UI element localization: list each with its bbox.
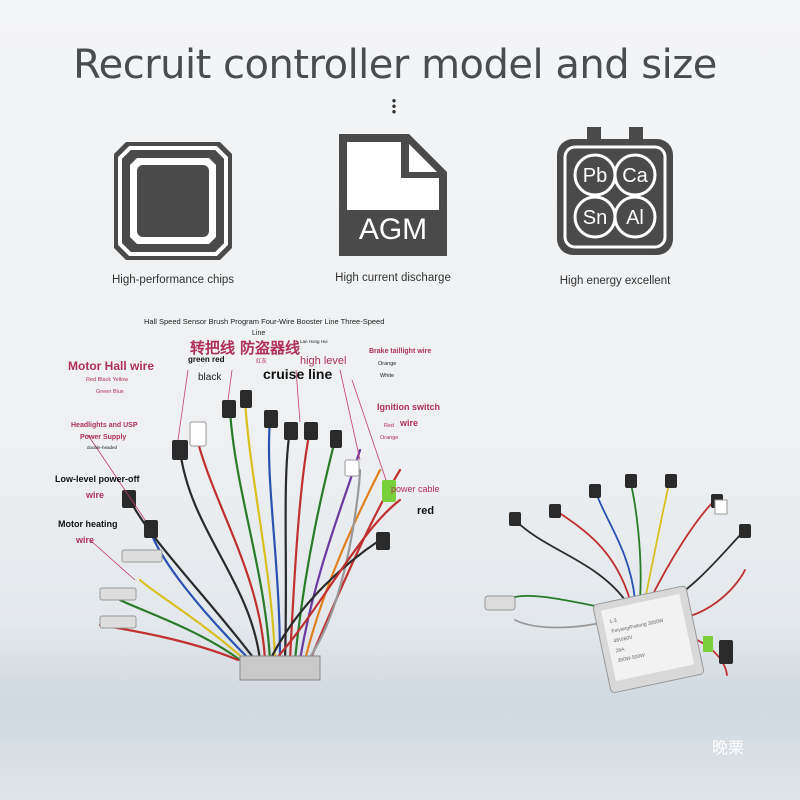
element-pb: Pb (583, 165, 607, 187)
controller-label-line: 48V/60V (613, 635, 634, 645)
label-low-level-power-off: Low-level power-off (55, 474, 140, 484)
element-sn: Sn (583, 207, 607, 229)
feature-chips: High-performance chips (73, 138, 273, 286)
label-line: Line (252, 330, 266, 337)
controller-label-line: 26A (615, 647, 626, 655)
agm-text: AGM (359, 213, 427, 246)
controller-label-line: 350W-500W (617, 652, 646, 664)
label-hall-colors-1: Red Black Yellow (86, 377, 129, 383)
element-ca: Ca (622, 165, 648, 187)
label-high-level: high level (300, 355, 347, 367)
watermark: 晚栗 (712, 738, 745, 757)
label-orange-small: Orange (380, 435, 399, 441)
label-header: Hall Speed Sensor Brush Program Four-Wir… (144, 317, 385, 326)
label-motor-heating: Motor heating (58, 519, 118, 529)
label-throttle-cn: 转把线 (190, 340, 236, 357)
feature-agm: AGM High current discharge (293, 130, 493, 284)
feature-caption: High-performance chips (111, 274, 235, 286)
label-motor-heating-wire: wire (76, 535, 95, 545)
label-antitheft-cn: 防盗器线 (240, 340, 301, 357)
wiring-harness-left (87, 369, 402, 681)
label-green-red: green red (188, 355, 225, 364)
label-hall-colors-2: Green Blue (96, 389, 124, 395)
label-ignition-switch: Ignition switch (377, 402, 440, 412)
label-headlights-usb: Headlights and USP (71, 422, 138, 429)
controller-label-line: 1-3 (609, 618, 618, 625)
label-orange: Orange (378, 361, 397, 367)
label-red-small: Red (384, 423, 395, 429)
page-title: Recruit controller model and size (73, 42, 717, 88)
label-cruise-line: cruise line (263, 366, 333, 382)
label-ignition-wire: wire (400, 418, 419, 428)
label-lan-hong-hui: Lan Hong Hui (300, 339, 328, 344)
feature-elements: Pb Ca Sn Al High energy excellent (515, 125, 715, 287)
feature-caption: High current discharge (335, 272, 451, 284)
chip-icon (114, 142, 232, 260)
label-low-level-wire: wire (86, 490, 105, 500)
label-power-cable: power cable (391, 484, 440, 494)
label-power-supply: Power Supply (80, 434, 127, 441)
controller-product: 1-3 Feiyang/Feitong 3000W 48V/60V 26A 35… (484, 474, 751, 694)
label-double-headed: double-headed (87, 445, 118, 450)
label-motor-hall: Motor Hall wire (68, 359, 155, 373)
agm-battery-icon: AGM (339, 134, 447, 256)
title-dots-decoration (392, 98, 396, 114)
label-brake-taillight: Brake taillight wire (369, 348, 432, 355)
element-al: Al (626, 207, 644, 229)
feature-caption: High energy excellent (559, 275, 671, 287)
label-black: black (198, 372, 222, 383)
label-red-cn: 红灰 (256, 359, 268, 365)
label-red: red (417, 505, 435, 517)
battery-elements-icon: Pb Ca Sn Al (557, 127, 673, 255)
label-white: White (380, 373, 395, 379)
